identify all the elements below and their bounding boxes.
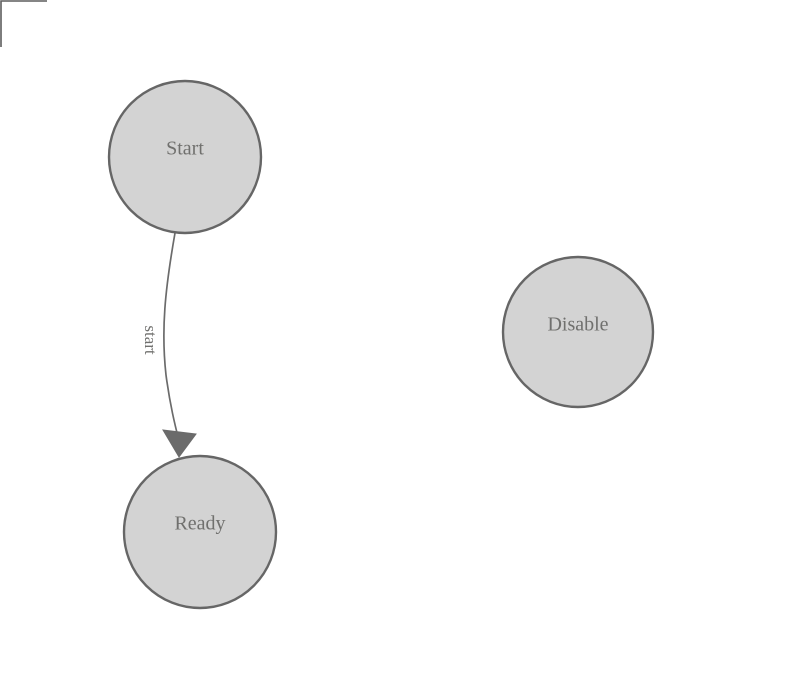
node-ready[interactable]: Ready xyxy=(122,454,278,610)
node-start[interactable]: Start xyxy=(107,79,263,235)
edge-start-to-ready[interactable]: start xyxy=(141,232,197,458)
node-ready-circle xyxy=(122,454,278,610)
arrowhead-icon xyxy=(162,429,197,458)
node-start-circle xyxy=(107,79,263,235)
edge-path xyxy=(163,232,180,442)
canvas-corner-bracket-icon xyxy=(0,0,47,47)
edge-label-start: start xyxy=(141,325,160,355)
node-ready-label: Ready xyxy=(174,513,225,535)
node-disable[interactable]: Disable xyxy=(501,255,655,409)
node-disable-label: Disable xyxy=(547,314,608,336)
node-disable-circle xyxy=(501,255,655,409)
node-start-label: Start xyxy=(166,138,204,160)
